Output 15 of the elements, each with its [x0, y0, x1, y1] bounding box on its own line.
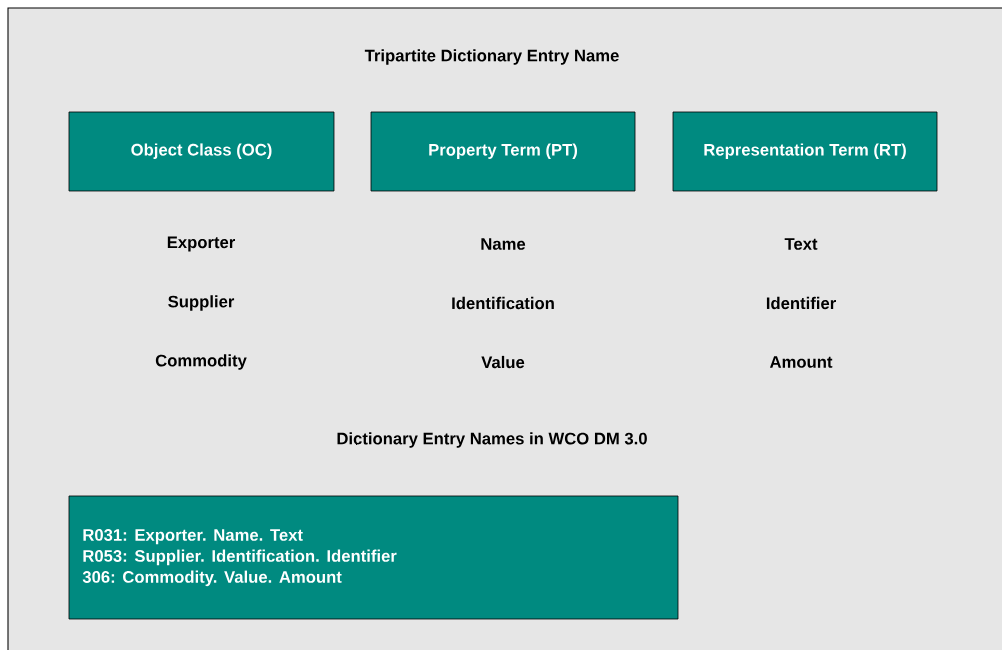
term-example: Exporter: [167, 236, 235, 252]
term-box: Object Class (OC): [68, 111, 335, 192]
term-box: Property Term (PT): [370, 111, 636, 192]
term-example: Name: [481, 238, 526, 250]
title: Tripartite Dictionary Entry Name: [364, 49, 619, 65]
term-example: Supplier: [168, 295, 235, 311]
term-example: Value: [481, 355, 525, 369]
term-example: Amount: [769, 356, 833, 368]
term-example: Commodity: [155, 354, 247, 370]
section-heading: Dictionary Entry Names in WCO DM 3.0: [337, 432, 647, 448]
entry-list-box: R031: Exporter. Name. Text R053: Supplier. Identification. Identifier 306: Commodity. Value. Amount: [68, 495, 679, 620]
term-example: Identifier: [766, 296, 836, 310]
term-box: Representation Term (RT): [672, 111, 938, 192]
term-example: Text: [784, 238, 818, 250]
term-example: Identification: [452, 296, 554, 310]
